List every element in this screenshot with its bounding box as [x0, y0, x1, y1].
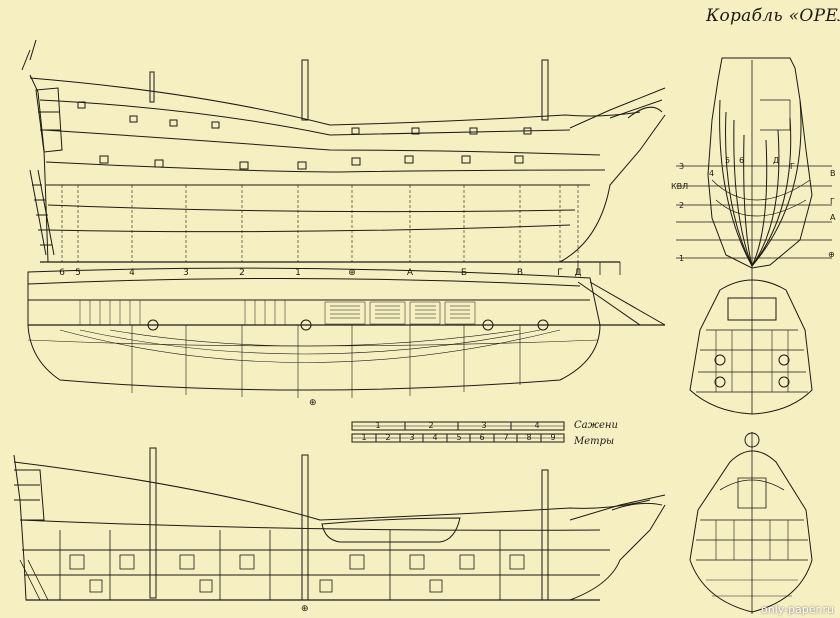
station-label: 6: [59, 268, 65, 278]
station-label: Г: [557, 268, 563, 278]
watermark: only-paper.ru: [760, 603, 834, 616]
sazheni-tick-label: 4: [534, 421, 540, 430]
metre-tick-label: 3: [409, 433, 415, 442]
metre-tick-label: 4: [432, 433, 438, 442]
frame-label-4: 4: [709, 169, 715, 178]
station-label: ⊕: [348, 268, 356, 278]
metre-tick-label: 1: [361, 433, 367, 442]
sazheni-tick-label: 3: [481, 421, 487, 430]
station-label: Б: [460, 268, 468, 278]
frame-label-5: 5: [725, 156, 731, 165]
waterline-label-a: А: [830, 213, 836, 222]
station-label: А: [406, 268, 414, 278]
scale-metres-label: Метры: [574, 436, 615, 447]
deck-plan: [27, 267, 666, 398]
drawing-title: Корабль «ОРЕЛ»: [706, 6, 840, 26]
scale-bar: [351, 421, 565, 443]
longitudinal-section: [13, 447, 666, 601]
sazheni-tick-label: 1: [375, 421, 381, 430]
midship-mark: ⊕: [309, 398, 317, 408]
waterline-label-g: Г: [830, 197, 835, 206]
body-plan: [676, 57, 832, 269]
station-label: 1: [295, 268, 301, 278]
frame-label-6: 6: [739, 156, 745, 165]
waterline-label-2: 2: [679, 201, 685, 210]
waterline-label-3: 3: [679, 162, 685, 171]
midship-mark-section: ⊕: [301, 604, 309, 614]
station-label: 2: [239, 268, 245, 278]
station-label: 5: [75, 268, 81, 278]
waterline-label-1: 1: [679, 254, 685, 263]
metre-tick-label: 8: [526, 433, 532, 442]
frame-label-d: Д: [773, 156, 780, 165]
waterline-label-midship: ⊕: [828, 250, 835, 259]
station-label: В: [516, 268, 524, 278]
station-label: 3: [183, 268, 189, 278]
bow-view: [689, 432, 813, 614]
stern-view: [689, 262, 813, 415]
metre-tick-label: 9: [550, 433, 556, 442]
waterline-label-kvl: КВЛ: [671, 182, 689, 191]
frame-label-g: Г: [790, 162, 795, 171]
metre-tick-label: 2: [385, 433, 391, 442]
sazheni-tick-label: 2: [428, 421, 434, 430]
side-profile: [21, 39, 666, 275]
scale-sazheni-label: Сажени: [574, 420, 618, 431]
metre-tick-label: 7: [503, 433, 509, 442]
station-label: Д: [574, 268, 582, 278]
waterline-label-v: В: [830, 169, 836, 178]
metre-tick-label: 6: [479, 433, 485, 442]
station-label: 4: [129, 268, 135, 278]
metre-tick-label: 5: [456, 433, 462, 442]
